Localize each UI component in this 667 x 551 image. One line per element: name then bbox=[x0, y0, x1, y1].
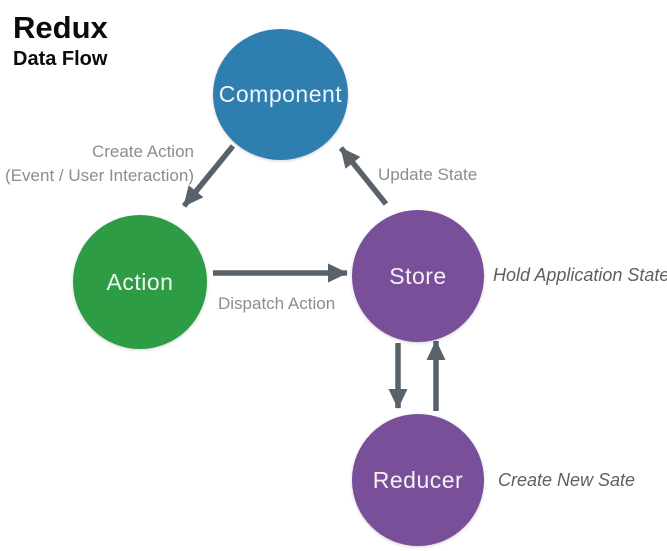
note-create-new-sate: Create New Sate bbox=[498, 470, 636, 490]
label-create-action: Create Action (Event / User Interaction) bbox=[0, 140, 194, 188]
node-component-label: Component bbox=[218, 81, 343, 107]
node-action: Action bbox=[73, 215, 207, 349]
label-update-state: Update State bbox=[378, 165, 478, 184]
node-store-label: Store bbox=[389, 262, 447, 289]
arrow-component-to-action bbox=[181, 144, 236, 208]
arrow-store-to-component bbox=[338, 146, 389, 206]
label-create-action-line2: (Event / User Interaction) bbox=[5, 166, 194, 185]
node-store: Store bbox=[352, 210, 484, 342]
label-dispatch-action: Dispatch Action bbox=[218, 294, 336, 313]
label-create-action-line1: Create Action bbox=[91, 142, 194, 161]
node-reducer-label: Reducer bbox=[372, 466, 464, 493]
node-component: Component bbox=[213, 29, 348, 160]
note-hold-application-state: Hold Application State bbox=[493, 265, 667, 285]
node-reducer: Reducer bbox=[352, 414, 484, 546]
node-action-label: Action bbox=[106, 268, 174, 295]
page-title: Redux bbox=[13, 10, 108, 45]
page-subtitle: Data Flow bbox=[13, 48, 108, 70]
